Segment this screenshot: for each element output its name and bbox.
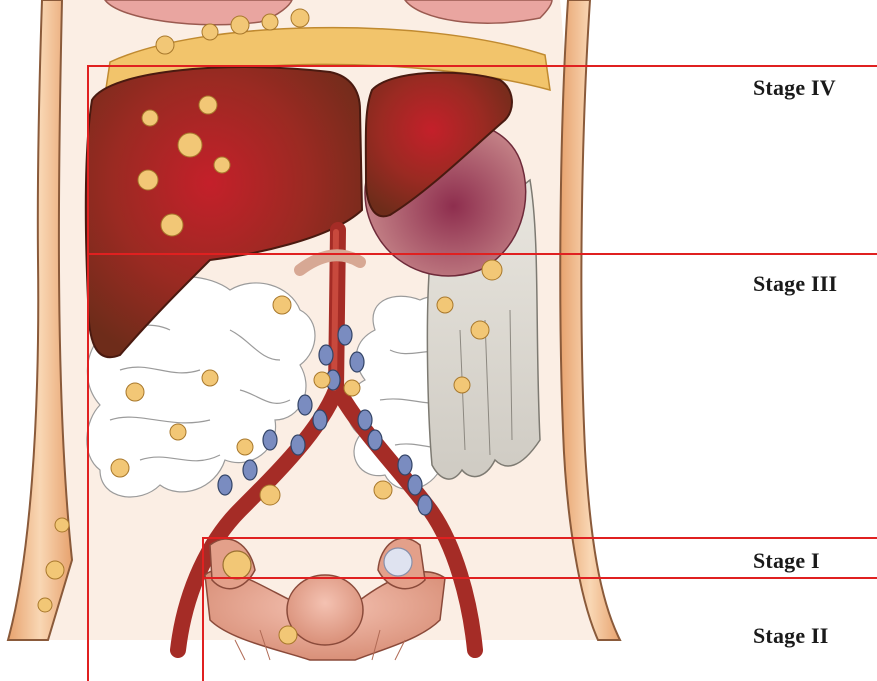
stage-ii-label: Stage II	[753, 625, 829, 647]
stage-i-label: Stage I	[753, 550, 820, 572]
stage-iv-label: Stage IV	[753, 77, 836, 99]
stage-iii-label: Stage III	[753, 273, 837, 295]
